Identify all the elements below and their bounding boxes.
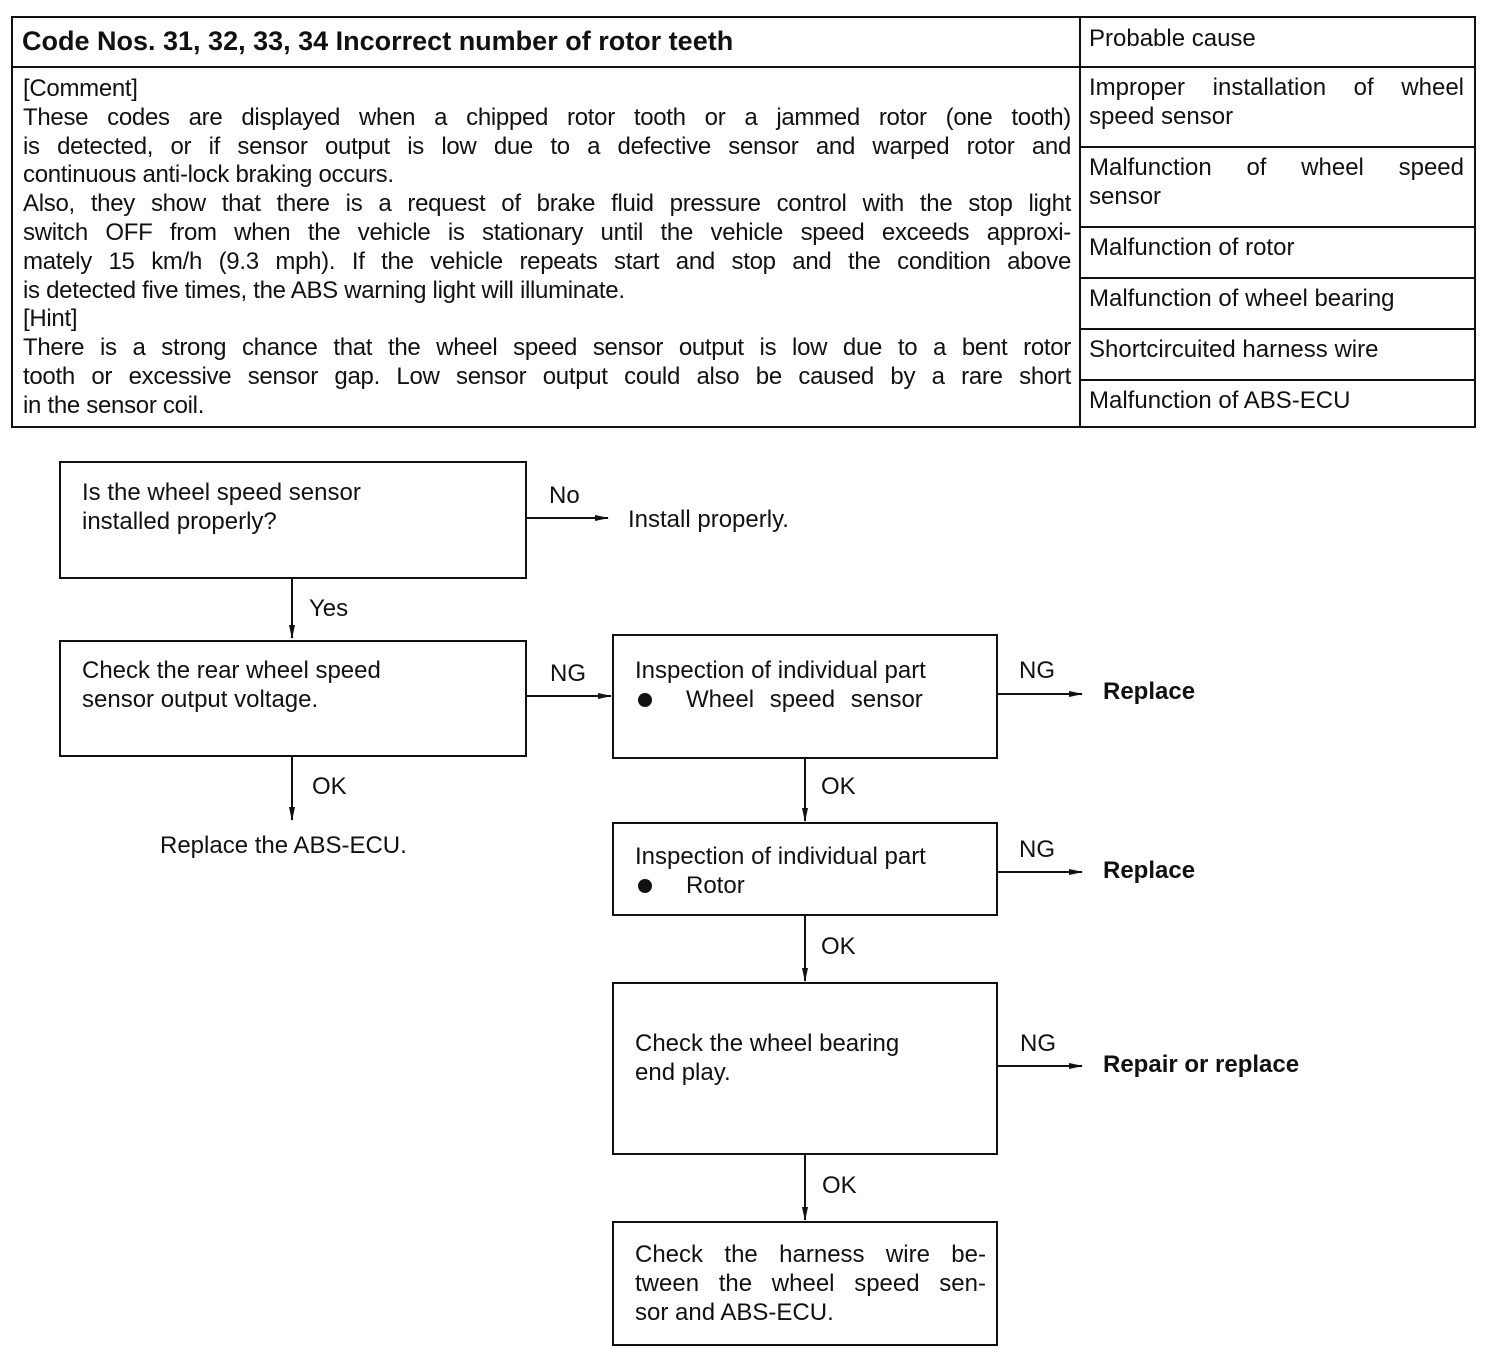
branch-label-ng: NG: [1019, 836, 1055, 863]
step-sensor-installed-box: Is the wheel speed sensor installed prop…: [59, 461, 527, 579]
cause-item: Shortcircuited harness wire: [1081, 330, 1474, 381]
bullet-text: Rotor: [686, 872, 745, 899]
cause-text: Improper installation of wheel: [1089, 74, 1464, 101]
result-replace-rotor: Replace: [1103, 857, 1196, 884]
step-inspect-rotor-box: Inspection of individual part Rotor: [612, 822, 998, 916]
branch-label-ok: OK: [821, 933, 856, 960]
cause-text: Malfunction of wheel bearing: [1089, 285, 1395, 312]
bullet-item: Wheel speed sensor: [635, 685, 986, 714]
bullet-icon: [638, 692, 652, 707]
step-text: Inspection of individual part: [635, 843, 926, 870]
cause-item: Improper installation of wheel speed sen…: [1081, 68, 1474, 148]
comment-line: is detected five times, the ABS warning …: [23, 276, 625, 304]
bullet-icon: [638, 878, 652, 893]
cause-text: sensor: [1089, 183, 1162, 210]
comment-line: mately 15 km/h (9.3 mph). If the vehicle…: [23, 247, 1071, 275]
result-install-properly: Install properly.: [628, 506, 789, 533]
step-text: end play.: [635, 1059, 731, 1086]
cause-text: Malfunction of wheel speed: [1089, 154, 1464, 181]
comment-line: switch OFF from when the vehicle is stat…: [23, 218, 1071, 246]
comment-cell: [Comment] These codes are displayed when…: [13, 68, 1081, 426]
probable-cause-list: Improper installation of wheel speed sen…: [1081, 68, 1474, 426]
cause-text: speed sensor: [1089, 103, 1234, 130]
hint-line: tooth or excessive sensor gap. Low senso…: [23, 362, 1071, 390]
branch-label-no: No: [549, 482, 580, 509]
step-text: sensor output voltage.: [82, 686, 319, 713]
branch-label-ok: OK: [312, 773, 347, 800]
step-text: Check the rear wheel speed: [82, 657, 381, 684]
hint-line: in the sensor coil.: [23, 391, 205, 419]
hint-heading: [Hint]: [23, 305, 78, 333]
cause-item: Malfunction of wheel speed sensor: [1081, 148, 1474, 228]
hint-line: There is a strong chance that the wheel …: [23, 334, 1071, 362]
bullet-item: Rotor: [635, 871, 986, 900]
comment-line: These codes are displayed when a chipped…: [23, 103, 1071, 131]
branch-label-ng: NG: [1019, 657, 1055, 684]
step-text: tween the wheel speed sen-: [635, 1270, 986, 1297]
result-replace-sensor: Replace: [1103, 678, 1196, 705]
step-text: installed properly?: [82, 508, 277, 535]
step-text: Inspection of individual part: [635, 657, 926, 684]
result-replace-abs-ecu: Replace the ABS-ECU.: [160, 832, 407, 859]
cause-item: Malfunction of ABS-ECU: [1081, 381, 1474, 426]
cause-item: Malfunction of wheel bearing: [1081, 279, 1474, 330]
branch-label-yes: Yes: [309, 595, 349, 622]
step-text: Check the wheel bearing: [635, 1030, 900, 1057]
step-wheel-bearing-box: Check the wheel bearing end play.: [612, 982, 998, 1155]
step-harness-wire-box: Check the harness wire be- tween the whe…: [612, 1221, 998, 1346]
branch-label-ng: NG: [550, 660, 586, 687]
branch-label-ng: NG: [1020, 1030, 1056, 1057]
comment-line: Also, they show that there is a request …: [23, 190, 1071, 218]
step-sensor-output-box: Check the rear wheel speed sensor output…: [59, 640, 527, 757]
code-title: Code Nos. 31, 32, 33, 34 Incorrect numbe…: [13, 18, 1081, 68]
cause-text: Malfunction of rotor: [1089, 234, 1295, 261]
diagnostic-code-table: Code Nos. 31, 32, 33, 34 Incorrect numbe…: [11, 16, 1476, 428]
step-text: Is the wheel speed sensor: [82, 479, 361, 506]
probable-cause-header: Probable cause: [1081, 18, 1474, 68]
comment-heading: [Comment]: [23, 75, 138, 102]
cause-text: Shortcircuited harness wire: [1089, 336, 1379, 363]
step-text: sor and ABS-ECU.: [635, 1299, 834, 1326]
comment-line: continuous anti-lock braking occurs.: [23, 161, 394, 189]
branch-label-ok: OK: [822, 1172, 857, 1199]
comment-line: is detected, or if sensor output is low …: [23, 132, 1071, 160]
bullet-text: Wheel speed sensor: [686, 686, 923, 713]
branch-label-ok: OK: [821, 773, 856, 800]
cause-item: Malfunction of rotor: [1081, 228, 1474, 279]
cause-text: Malfunction of ABS-ECU: [1089, 387, 1351, 414]
step-text: Check the harness wire be-: [635, 1241, 986, 1268]
result-repair-or-replace: Repair or replace: [1103, 1051, 1300, 1078]
step-inspect-sensor-box: Inspection of individual part Wheel spee…: [612, 634, 998, 759]
